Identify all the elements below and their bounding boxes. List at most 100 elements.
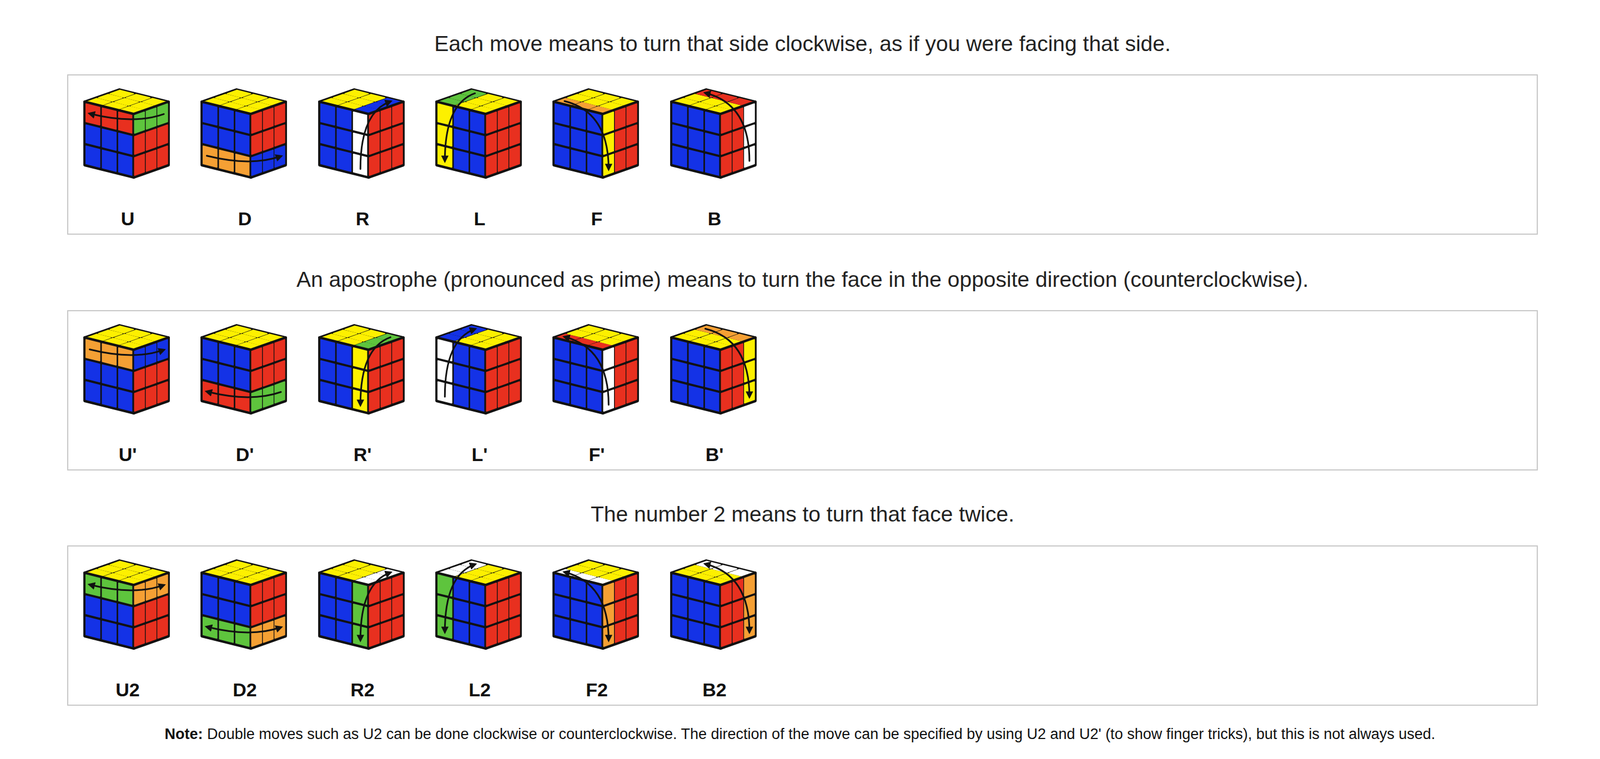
move-label: F2: [541, 678, 653, 702]
cube-sticker: [497, 579, 508, 601]
cube-sticker: [392, 381, 403, 404]
rubiks-cube: [202, 89, 286, 178]
cube-sticker: [571, 365, 586, 387]
cube-sticker: [320, 124, 335, 147]
cube-sticker: [86, 146, 100, 168]
cube-sticker: [252, 133, 263, 155]
cube-sticker: [454, 129, 469, 151]
cube-sticker: [744, 575, 755, 597]
cube-sticker: [263, 108, 274, 130]
cube-sticker: [320, 339, 335, 361]
cube-sticker: [320, 146, 335, 168]
cube-sticker: [369, 390, 380, 412]
cube-sticker: [134, 604, 145, 626]
cube-sticker: [274, 124, 285, 147]
cube-sticker: [688, 129, 703, 151]
cube-sticker: [118, 154, 133, 176]
cube-sticker: [732, 150, 743, 172]
cube-face: [554, 573, 603, 649]
cube-sticker: [688, 344, 703, 366]
rubiks-cube: [554, 325, 638, 414]
cube-face: [554, 102, 603, 178]
cube-face: [250, 102, 286, 178]
rubiks-cube: [671, 89, 756, 178]
cube-sticker: [86, 360, 100, 382]
move-panel: The number 2 means to turn that face twi…: [67, 545, 1538, 707]
cube-sticker: [134, 133, 145, 155]
cube-face: [84, 102, 134, 178]
cube-sticker: [219, 344, 234, 366]
cube-sticker: [336, 150, 351, 172]
cube-sticker: [672, 124, 687, 147]
cube-sticker: [497, 150, 508, 172]
move-label: L2: [424, 678, 536, 702]
cube-sticker: [509, 103, 520, 125]
rubiks-cube: [202, 561, 286, 649]
turn-arrow: [705, 564, 750, 633]
cube-sticker: [392, 360, 403, 382]
cube-sticker: [604, 112, 615, 134]
rubiks-cube: [436, 325, 521, 414]
cube-sticker: [587, 369, 602, 391]
cube-sticker: [252, 390, 263, 412]
cube-face: [133, 102, 169, 178]
cube-sticker: [274, 103, 285, 125]
cube-sticker: [392, 124, 403, 147]
cube-sticker: [470, 583, 485, 605]
turn-arrow: [564, 336, 609, 405]
rubiks-cube: [671, 561, 756, 649]
cube-sticker: [320, 575, 335, 597]
turn-arrow: [360, 101, 391, 170]
cube-sticker: [688, 621, 703, 643]
cube-sticker: [252, 348, 263, 370]
cube-sticker: [672, 103, 687, 125]
cube-sticker: [587, 390, 602, 412]
cube-sticker: [369, 583, 380, 605]
cube-sticker: [705, 112, 720, 134]
cube-sticker: [470, 369, 485, 391]
cube-face: [554, 338, 603, 414]
cube-sticker: [102, 621, 117, 643]
cube-sticker: [102, 600, 117, 622]
rubiks-cube: [436, 89, 521, 178]
cube-sticker: [118, 348, 133, 370]
move-label: D2: [189, 678, 301, 702]
rubiks-cube: [436, 561, 521, 649]
cube-sticker: [672, 575, 687, 597]
cube-sticker: [380, 579, 391, 601]
rubiks-cube: [319, 561, 404, 649]
cube-sticker: [118, 625, 133, 647]
cube-sticker: [274, 339, 285, 361]
note-prefix: Note:: [164, 726, 204, 743]
cube-sticker: [688, 386, 703, 408]
cube-sticker: [353, 133, 368, 155]
cube-sticker: [454, 108, 469, 130]
cube-sticker: [336, 600, 351, 622]
cube-sticker: [732, 129, 743, 151]
rubiks-cube: [554, 89, 638, 178]
rubiks-cube: [319, 89, 404, 178]
move-label: U': [72, 443, 184, 466]
turn-arrow: [207, 627, 282, 633]
cube-sticker: [235, 348, 250, 370]
cube-sticker: [336, 108, 351, 130]
cube-sticker: [688, 365, 703, 387]
cube-sticker: [732, 365, 743, 387]
cube-face: [436, 102, 486, 178]
cube-sticker: [380, 344, 391, 366]
cube-sticker: [157, 617, 168, 639]
cube-face: [436, 338, 486, 414]
cube-sticker: [336, 621, 351, 643]
cube-face: [485, 573, 521, 649]
cube-sticker: [219, 108, 234, 130]
cube-sticker: [688, 150, 703, 172]
cube-sticker: [688, 579, 703, 601]
cube-sticker: [626, 360, 637, 382]
cube-sticker: [454, 386, 469, 408]
cube-sticker: [252, 604, 263, 626]
cube-sticker: [744, 103, 755, 125]
cube-sticker: [235, 604, 250, 626]
cube-sticker: [263, 129, 274, 151]
cube-sticker: [86, 596, 100, 618]
